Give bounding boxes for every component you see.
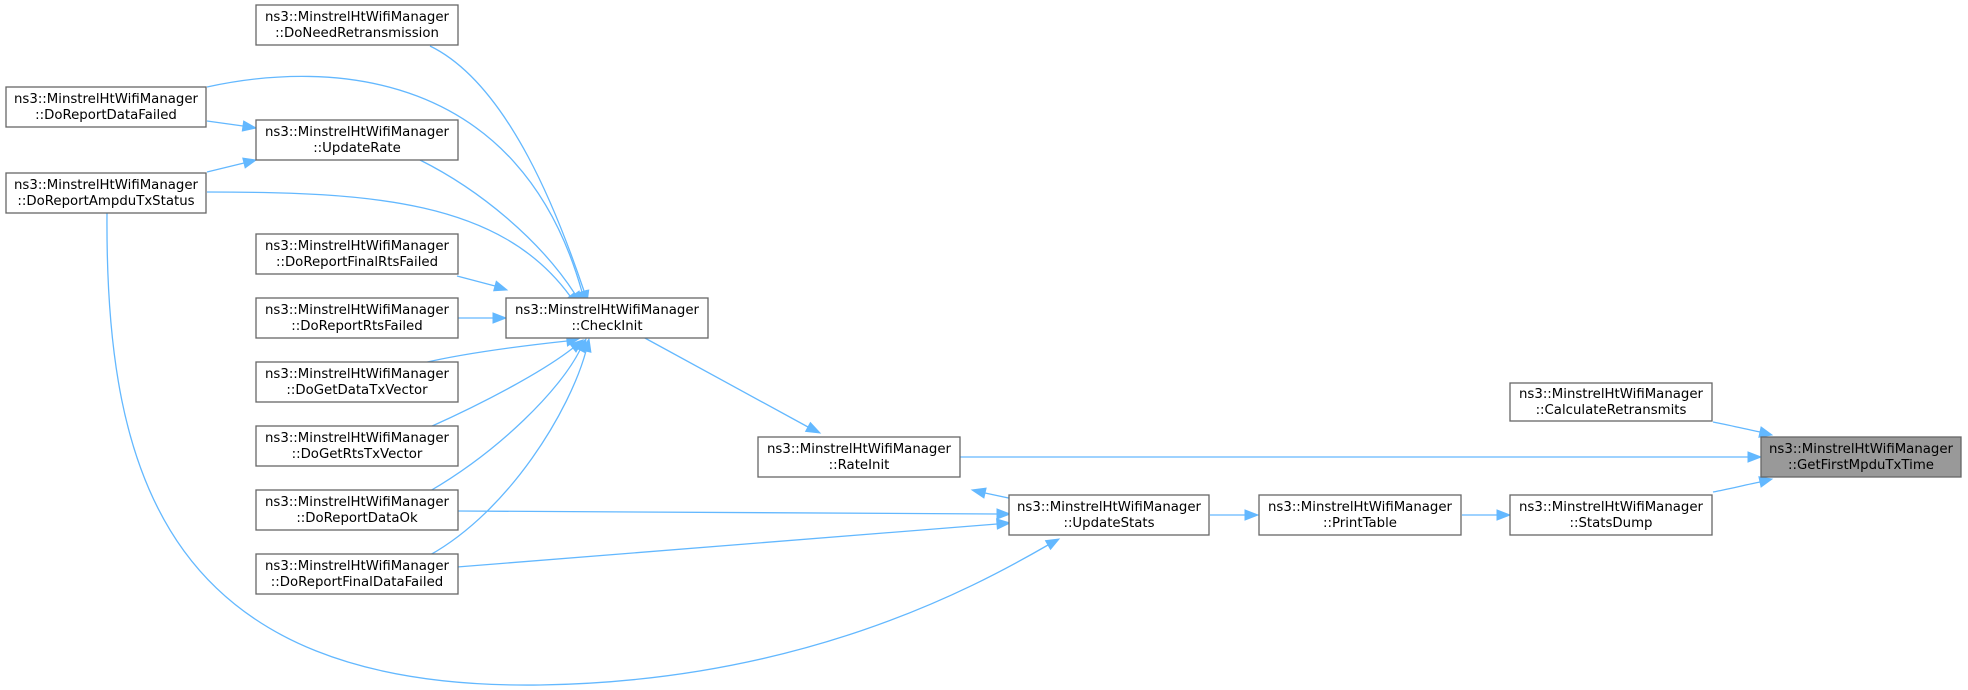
node-statsdump-line1: ns3::MinstrelHtWifiManager xyxy=(1519,500,1704,515)
node-doneedretransmission-line2: ::DoNeedRetransmission xyxy=(275,26,439,41)
node-updatestats[interactable]: ns3::MinstrelHtWifiManager ::UpdateStats xyxy=(1008,494,1210,536)
node-dogetdatatxvector-line1: ns3::MinstrelHtWifiManager xyxy=(265,367,450,382)
node-doreportfinaldatafailed-line1: ns3::MinstrelHtWifiManager xyxy=(265,559,450,574)
edge-doreportampdutxstatus-to-updatestats xyxy=(106,212,1061,686)
node-doneedretransmission-line1: ns3::MinstrelHtWifiManager xyxy=(265,10,450,25)
edge-doreportdataok-to-updatestats xyxy=(456,508,1012,520)
node-doreportrtsfailed-line1: ns3::MinstrelHtWifiManager xyxy=(265,303,450,318)
node-doreportampdutxstatus-line2: ::DoReportAmpduTxStatus xyxy=(17,194,194,209)
edge-updatestats-to-printtable xyxy=(1210,509,1260,521)
edge-doreportdatafailed-to-updaterate xyxy=(206,120,258,132)
node-doreportdataok-line1: ns3::MinstrelHtWifiManager xyxy=(265,495,450,510)
node-dogetrtstxvector[interactable]: ns3::MinstrelHtWifiManager ::DoGetRtsTxV… xyxy=(255,425,459,467)
edge-checkinit-to-rateinit xyxy=(642,336,822,434)
node-doneedretransmission[interactable]: ns3::MinstrelHtWifiManager ::DoNeedRetra… xyxy=(255,4,459,46)
node-doreportdatafailed-line1: ns3::MinstrelHtWifiManager xyxy=(14,92,199,107)
node-dogetrtstxvector-line1: ns3::MinstrelHtWifiManager xyxy=(265,431,450,446)
node-rateinit[interactable]: ns3::MinstrelHtWifiManager ::RateInit xyxy=(757,436,961,478)
node-printtable[interactable]: ns3::MinstrelHtWifiManager ::PrintTable xyxy=(1258,494,1462,536)
node-calculateretransmits-line2: ::CalculateRetransmits xyxy=(1536,403,1687,418)
node-checkinit[interactable]: ns3::MinstrelHtWifiManager ::CheckInit xyxy=(505,297,709,339)
node-statsdump-line2: ::StatsDump xyxy=(1570,516,1653,531)
edge-doreportfinalrtsfailed-to-checkinit xyxy=(456,275,509,292)
node-rateinit-line1: ns3::MinstrelHtWifiManager xyxy=(767,442,952,457)
node-statsdump[interactable]: ns3::MinstrelHtWifiManager ::StatsDump xyxy=(1509,494,1713,536)
edge-doreportfinaldatafailed-to-checkinit xyxy=(429,337,592,556)
node-printtable-line1: ns3::MinstrelHtWifiManager xyxy=(1268,500,1453,515)
node-doreportfinaldatafailed-line2: ::DoReportFinalDataFailed xyxy=(271,575,443,590)
node-doreportrtsfailed[interactable]: ns3::MinstrelHtWifiManager ::DoReportRts… xyxy=(255,297,459,339)
node-getfirstmpdutxtime-line2: ::GetFirstMpduTxTime xyxy=(1788,458,1934,473)
edge-doreportampdutxstatus-to-updaterate xyxy=(206,157,258,173)
node-doreportdatafailed[interactable]: ns3::MinstrelHtWifiManager ::DoReportDat… xyxy=(5,86,207,128)
node-calculateretransmits-line1: ns3::MinstrelHtWifiManager xyxy=(1519,387,1704,402)
edge-doreportrtsfailed-to-checkinit xyxy=(457,312,508,324)
node-printtable-line2: ::PrintTable xyxy=(1323,516,1397,531)
node-checkinit-line1: ns3::MinstrelHtWifiManager xyxy=(515,303,700,318)
node-getfirstmpdutxtime-line1: ns3::MinstrelHtWifiManager xyxy=(1769,442,1954,457)
node-updaterate-line2: ::UpdateRate xyxy=(313,141,401,156)
node-doreportdatafailed-line2: ::DoReportDataFailed xyxy=(35,108,177,123)
edge-doreportfinaldatafailed-to-updatestats xyxy=(456,518,1012,568)
node-checkinit-line2: ::CheckInit xyxy=(571,319,642,334)
node-updatestats-line1: ns3::MinstrelHtWifiManager xyxy=(1017,500,1202,515)
node-doreportampdutxstatus[interactable]: ns3::MinstrelHtWifiManager ::DoReportAmp… xyxy=(5,172,207,214)
node-updaterate-line1: ns3::MinstrelHtWifiManager xyxy=(265,125,450,140)
node-doreportrtsfailed-line2: ::DoReportRtsFailed xyxy=(291,319,422,334)
node-getfirstmpdutxtime[interactable]: ns3::MinstrelHtWifiManager ::GetFirstMpd… xyxy=(1760,436,1962,478)
node-doreportdataok-line2: ::DoReportDataOk xyxy=(296,511,418,526)
node-calculateretransmits[interactable]: ns3::MinstrelHtWifiManager ::CalculateRe… xyxy=(1509,382,1713,422)
node-updaterate[interactable]: ns3::MinstrelHtWifiManager ::UpdateRate xyxy=(255,119,459,161)
edge-printtable-to-statsdump xyxy=(1462,509,1512,521)
node-rateinit-line2: ::RateInit xyxy=(829,458,890,473)
node-dogetdatatxvector[interactable]: ns3::MinstrelHtWifiManager ::DoGetDataTx… xyxy=(255,361,459,403)
node-doreportampdutxstatus-line1: ns3::MinstrelHtWifiManager xyxy=(14,178,199,193)
edge-dogetdatatxvector-to-checkinit xyxy=(422,335,582,364)
node-doreportfinalrtsfailed-line1: ns3::MinstrelHtWifiManager xyxy=(265,239,450,254)
edge-calculateretransmits-to-getfirstmpdutxtime xyxy=(1712,421,1774,438)
node-doreportfinalrtsfailed[interactable]: ns3::MinstrelHtWifiManager ::DoReportFin… xyxy=(255,233,459,275)
node-updatestats-line2: ::UpdateStats xyxy=(1063,516,1154,531)
node-doreportfinaldatafailed[interactable]: ns3::MinstrelHtWifiManager ::DoReportFin… xyxy=(255,553,459,595)
node-doreportdataok[interactable]: ns3::MinstrelHtWifiManager ::DoReportDat… xyxy=(255,489,459,531)
node-doreportfinalrtsfailed-line2: ::DoReportFinalRtsFailed xyxy=(276,255,438,270)
node-dogetdatatxvector-line2: ::DoGetDataTxVector xyxy=(286,383,428,398)
edge-rateinit-to-getfirstmpdutxtime xyxy=(960,451,1763,463)
node-dogetrtstxvector-line2: ::DoGetRtsTxVector xyxy=(292,447,423,462)
edge-statsdump-to-getfirstmpdutxtime xyxy=(1712,476,1774,493)
